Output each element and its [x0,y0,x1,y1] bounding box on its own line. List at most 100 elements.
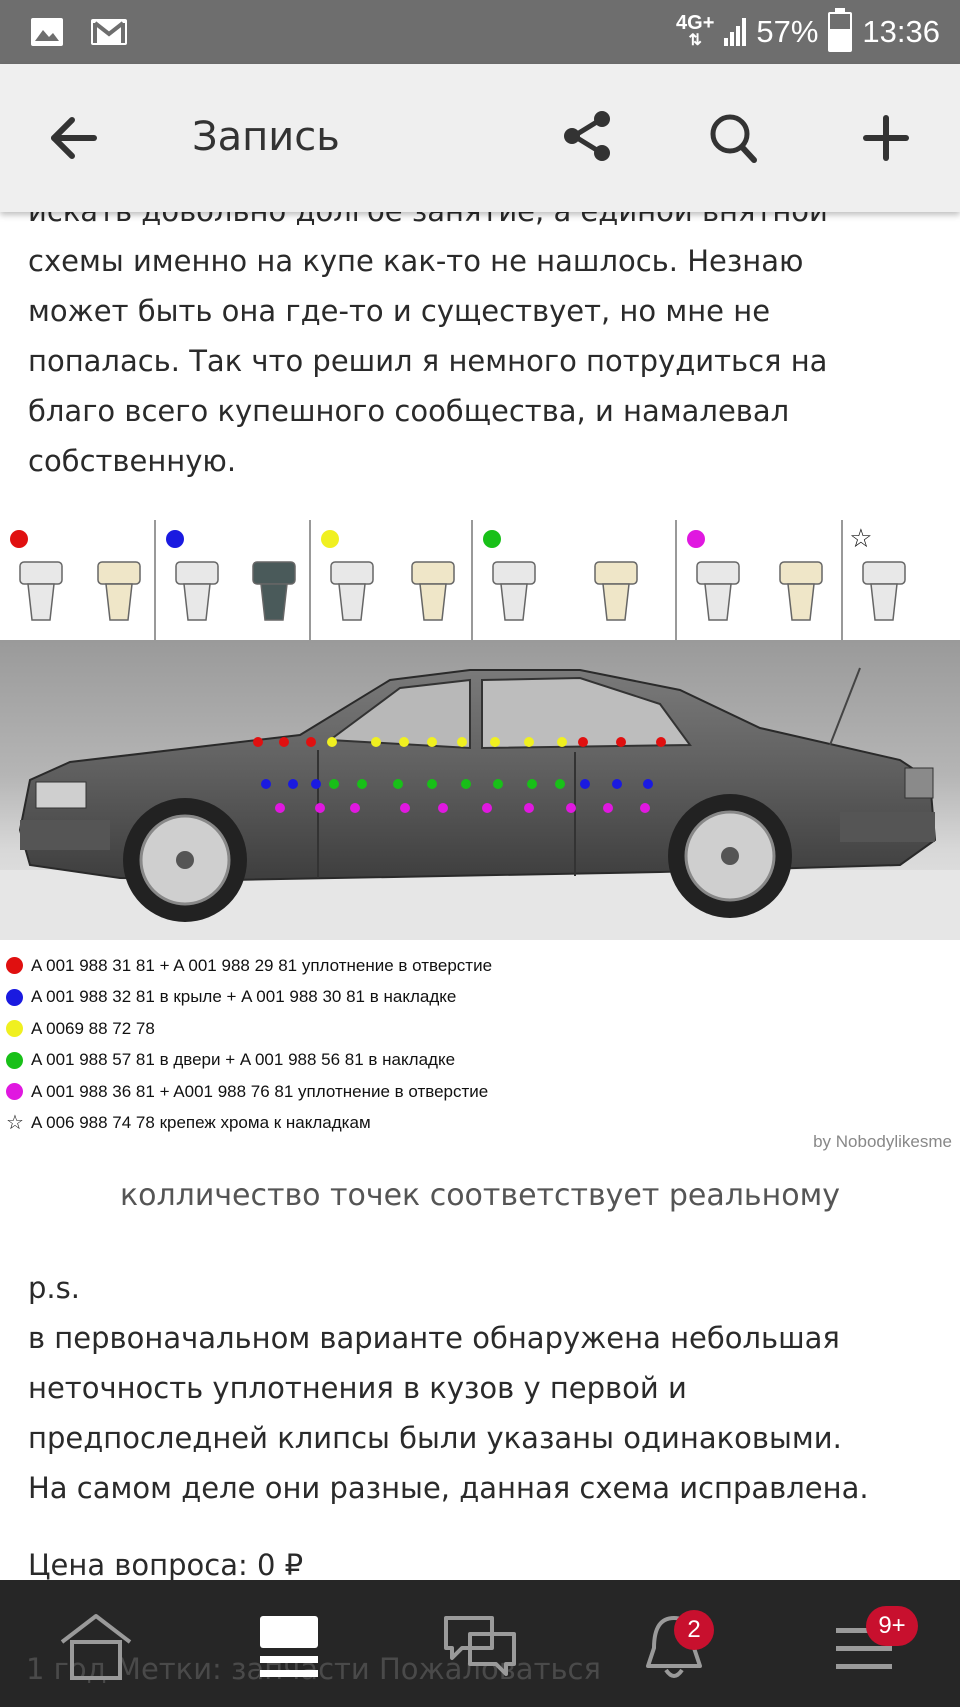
text-line: На самом деле они разные, данная схема и… [28,1471,869,1505]
legend-text: A 001 988 31 81 + A 001 988 29 81 уплотн… [31,955,493,975]
home-icon[interactable] [56,1608,136,1688]
clip-location-dot [457,737,467,747]
legend-item: A 001 988 31 81 + A 001 988 29 81 уплотн… [6,950,706,982]
text-line: схемы именно на купе как-то не нашлось. … [28,244,804,278]
clip-location-dot [482,803,492,813]
legend-dot-icon [6,1083,23,1101]
share-icon[interactable] [560,106,616,166]
clip-location-dot [656,737,666,747]
clip-location-dot [640,803,650,813]
clip-location-dot [327,737,337,747]
battery-percent: 57% [756,14,819,49]
clip-location-dot [524,803,534,813]
signal-icon [724,18,747,46]
gallery-icon [31,18,63,46]
image-caption: колличество точек соответствует реальном… [120,1178,840,1213]
clip-location-dot [490,737,500,747]
network-indicator: 4G+ ⇅ [676,12,715,49]
plus-icon[interactable] [858,108,914,168]
menu-icon[interactable] [824,1608,904,1688]
clip-location-dot [493,779,503,789]
clip-location-dot [461,779,471,789]
clip-part-icon [696,561,740,621]
clip-part-icon [594,561,638,621]
clip-location-dot [315,803,325,813]
clip-location-dot [557,737,567,747]
clip-location-dot [306,737,316,747]
article-paragraph-ps: p.s. в первоначальном варианте обнаружен… [28,1263,928,1513]
legend-item: A 0069 88 72 78 [6,1013,706,1045]
clip-location-dot [350,803,360,813]
clip-location-dot [438,803,448,813]
clips-row: ☆ [0,520,960,640]
bottom-navigation: 1 год Метки: запчасти Пожаловаться 2 9+ [0,1580,960,1707]
clip-group-1 [0,520,157,640]
legend-star-icon: ☆ [6,1111,24,1134]
clip-part-icon [862,561,906,621]
notifications-badge: 2 [674,1610,714,1650]
star-icon: ☆ [849,524,873,554]
legend-dot-icon [6,988,23,1006]
clip-group-5 [677,520,844,640]
image-credit: by Nobodylikesme [813,1132,952,1151]
clip-part-icon [492,561,536,621]
text-line: p.s. [28,1271,80,1305]
clip-location-dot [427,779,437,789]
messages-icon[interactable] [440,1608,520,1688]
feed-icon[interactable] [250,1608,330,1688]
clip-location-dot [524,737,534,747]
clip-group-3 [311,520,474,640]
clip-location-dot [275,803,285,813]
clip-location-dot [616,737,626,747]
clip-location-dot [357,779,367,789]
legend-item: ☆A 006 988 74 78 крепеж хрома к накладка… [6,1108,706,1140]
clock: 13:36 [862,14,940,49]
car-photo [0,640,960,940]
clip-part-icon [97,561,141,621]
text-line: собственную. [28,444,237,478]
legend-dot-icon [6,1051,23,1069]
clip-part-icon [330,561,374,621]
article-image[interactable]: ☆ [0,520,960,1160]
text-line: попалась. Так что решил я немного потруд… [28,344,828,378]
legend-item: A 001 988 36 81 + A001 988 76 81 уплотне… [6,1076,706,1108]
clip-location-dot [643,779,653,789]
legend-dot-icon [6,957,23,975]
clip-part-icon [19,561,63,621]
text-line: может быть она где-то и существует, но м… [28,294,771,328]
clip-location-dot [393,779,403,789]
clip-part-icon [252,561,297,621]
text-line: благо всего купешного сообщества, и нама… [28,394,790,428]
clip-location-dot [527,779,537,789]
gmail-icon [91,19,127,45]
back-arrow-icon[interactable] [44,108,104,168]
clip-location-dot [329,779,339,789]
search-icon[interactable] [706,108,762,168]
clip-group-4 [473,520,677,640]
clip-location-dot [612,779,622,789]
battery-icon [828,8,853,52]
price-line: Цена вопроса: 0 ₽ [28,1540,928,1590]
clip-location-dot [399,737,409,747]
color-dot-icon [483,530,502,548]
clip-part-icon [411,561,455,621]
color-dot-icon [166,530,185,548]
color-dot-icon [320,530,339,548]
clip-part-icon [175,561,220,621]
page-title: Запись [192,114,340,160]
color-dot-icon [686,530,705,548]
article-paragraph-top: искать довольно долгое занятие, а единой… [28,186,928,486]
clip-location-dot [288,779,298,789]
clip-location-dot [279,737,289,747]
price-text: Цена вопроса: 0 ₽ [28,1548,304,1582]
legend-text: A 0069 88 72 78 [31,1018,155,1038]
clip-group-2 [156,520,311,640]
clip-location-dot [427,737,437,747]
text-line: в первоначальном варианте обнаружена неб… [28,1321,840,1355]
legend-item: A 001 988 32 81 в крыле + A 001 988 30 8… [6,982,706,1014]
clip-location-dot [578,737,588,747]
color-dot-icon [10,530,28,548]
app-bar: Запись [0,64,960,212]
legend-text: A 001 988 57 81 в двери + A 001 988 56 8… [31,1050,456,1070]
clip-part-icon [779,561,823,621]
